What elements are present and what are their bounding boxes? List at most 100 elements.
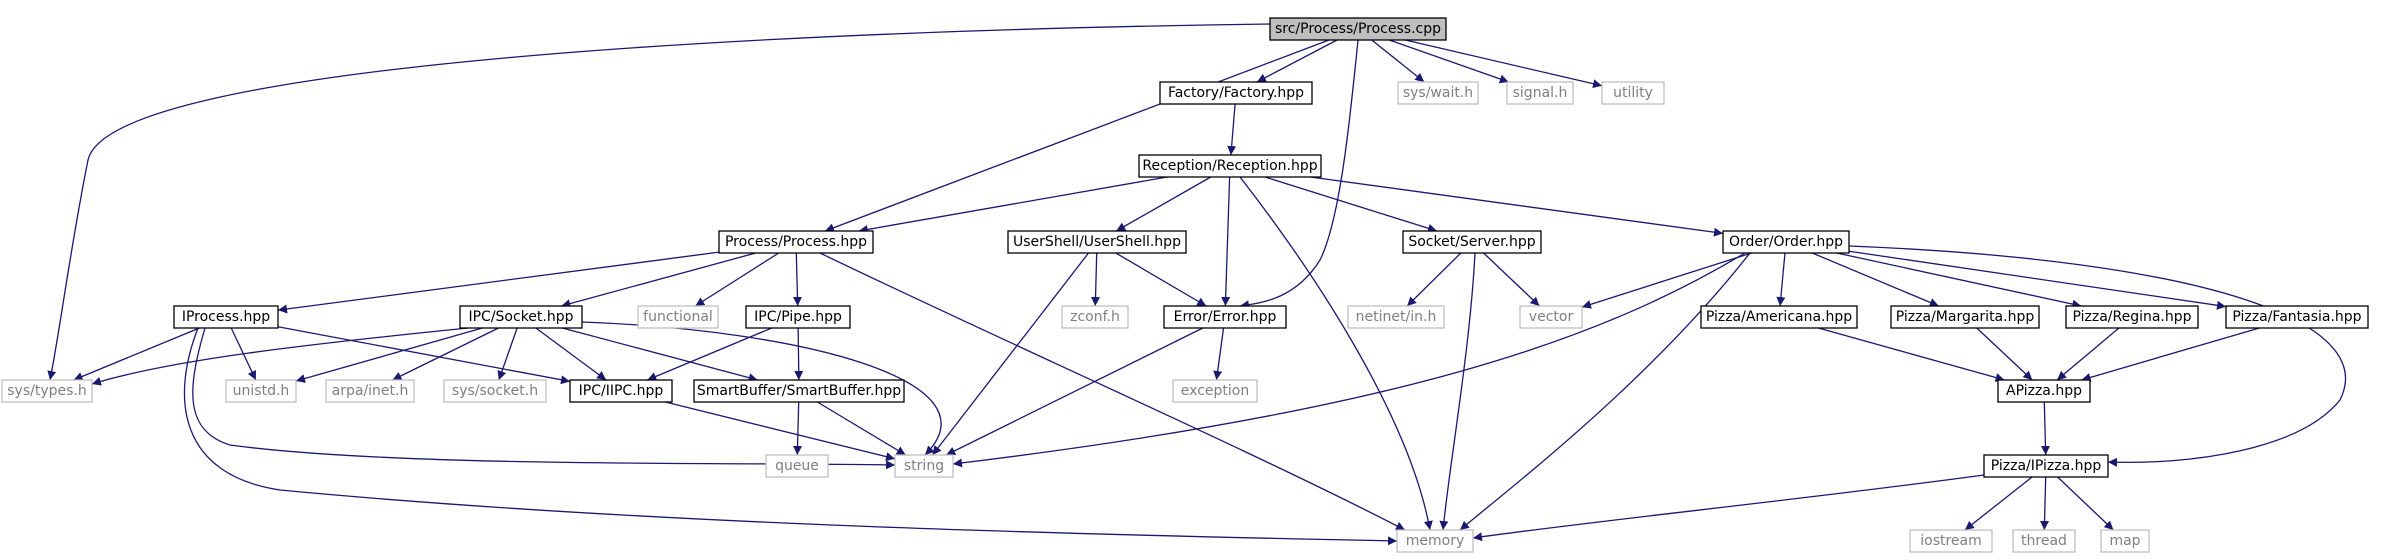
node-box <box>325 379 415 403</box>
node-server[interactable]: Socket/Server.hpp <box>1402 230 1542 254</box>
node-box <box>1138 154 1322 178</box>
edge-order-to-string <box>952 252 1746 468</box>
edge-processhpp-to-memory <box>819 252 1406 531</box>
edge-reception-to-order <box>1310 176 1724 237</box>
node-label: IPC/Socket.hpp <box>468 309 573 325</box>
node-box <box>1269 17 1447 41</box>
edge-ipcsocket-to-unistd <box>295 327 483 383</box>
edge-order-to-ipizza <box>1848 245 2346 467</box>
node-syswait: sys/wait.h <box>1397 81 1479 105</box>
node-fantasia[interactable]: Pizza/Fantasia.hpp <box>2225 305 2369 329</box>
edge-iprocess-to-memory <box>183 327 1398 546</box>
node-exception: exception <box>1172 379 1258 403</box>
edge-fantasia-to-apizza <box>2081 327 2260 382</box>
node-americana[interactable]: Pizza/Americana.hpp <box>1700 305 1858 329</box>
edge-ipcsocket-to-smartbuffer <box>562 327 758 383</box>
node-ipcpipe[interactable]: IPC/Pipe.hpp <box>745 305 851 329</box>
node-label: UserShell/UserShell.hpp <box>1013 234 1181 250</box>
node-box <box>1997 379 2091 403</box>
node-usershell[interactable]: UserShell/UserShell.hpp <box>1007 230 1187 254</box>
edge-usershell-to-error <box>1115 252 1207 307</box>
node-label: Pizza/Regina.hpp <box>2072 309 2191 325</box>
node-box <box>693 379 905 403</box>
node-order[interactable]: Order/Order.hpp <box>1722 230 1850 254</box>
edge-reception-to-usershell <box>1115 176 1212 232</box>
edge-smartbuffer-to-queue <box>793 401 803 456</box>
node-box <box>1163 305 1287 329</box>
edge-root-to-factory <box>1256 39 1338 83</box>
edge-reception-to-error <box>1221 176 1231 307</box>
node-label: zconf.h <box>1070 309 1120 325</box>
node-map: map <box>2100 529 2150 553</box>
node-box <box>745 305 851 329</box>
edge-ipizza-to-iostream <box>1964 476 2033 531</box>
node-box <box>1722 230 1850 254</box>
node-arpainet: arpa/inet.h <box>325 379 415 403</box>
node-box <box>225 379 297 403</box>
node-box <box>1396 529 1474 553</box>
edge-processhpp-to-functional <box>694 252 780 307</box>
node-box <box>894 454 954 478</box>
node-root[interactable]: src/Process/Process.cpp <box>1269 17 1447 41</box>
node-thread: thread <box>2012 529 2076 553</box>
edge-apizza-to-ipizza <box>2040 401 2050 456</box>
node-box <box>2012 529 2076 553</box>
node-systypes: sys/types.h <box>1 379 93 403</box>
node-ipcsocket[interactable]: IPC/Socket.hpp <box>459 305 583 329</box>
node-label: SmartBuffer/SmartBuffer.hpp <box>697 383 901 399</box>
edge-order-to-margarita <box>1811 252 1940 307</box>
node-box <box>1890 305 2040 329</box>
node-processhpp[interactable]: Process/Process.hpp <box>718 230 874 254</box>
node-regina[interactable]: Pizza/Regina.hpp <box>2065 305 2199 329</box>
node-label: signal.h <box>1513 85 1568 101</box>
node-memory: memory <box>1396 529 1474 553</box>
node-label: Factory/Factory.hpp <box>1168 85 1304 101</box>
node-vector: vector <box>1519 305 1583 329</box>
node-factory[interactable]: Factory/Factory.hpp <box>1159 81 1313 105</box>
node-iipc[interactable]: IPC/IIPC.hpp <box>569 379 673 403</box>
node-error[interactable]: Error/Error.hpp <box>1163 305 1287 329</box>
edge-processhpp-to-ipcsocket <box>561 252 756 308</box>
node-iprocess[interactable]: IProcess.hpp <box>173 305 279 329</box>
node-label: functional <box>643 309 713 325</box>
node-label: Pizza/Americana.hpp <box>1706 309 1852 325</box>
edge-ipcsocket-to-arpainet <box>392 327 499 381</box>
node-box <box>637 305 719 329</box>
node-label: utility <box>1613 85 1653 101</box>
edge-ipcsocket-to-systypes <box>91 327 469 386</box>
node-smartbuffer[interactable]: SmartBuffer/SmartBuffer.hpp <box>693 379 905 403</box>
edge-reception-to-memory <box>1239 176 1433 531</box>
node-ipizza[interactable]: Pizza/IPizza.hpp <box>1983 454 2109 478</box>
node-box <box>1159 81 1313 105</box>
node-utility: utility <box>1601 81 1665 105</box>
node-reception[interactable]: Reception/Reception.hpp <box>1138 154 1322 178</box>
edge-root-to-processhpp <box>824 39 1330 233</box>
node-box <box>718 230 874 254</box>
node-apizza[interactable]: APizza.hpp <box>1997 379 2091 403</box>
nodes-layer: src/Process/Process.cppFactory/Factory.h… <box>1 17 2369 553</box>
edges-layer <box>47 23 2346 546</box>
node-zconf: zconf.h <box>1061 305 1129 329</box>
node-box <box>1172 379 1258 403</box>
edge-ipcsocket-to-syssocket <box>497 327 518 381</box>
edge-iipc-to-string <box>665 401 896 462</box>
node-label: exception <box>1181 383 1249 399</box>
edge-root-to-utility <box>1405 39 1603 89</box>
node-box <box>1909 529 1993 553</box>
node-label: IPC/Pipe.hpp <box>754 309 842 325</box>
edge-regina-to-apizza <box>2056 327 2120 381</box>
edge-order-to-fantasia <box>1848 250 2227 310</box>
edge-processhpp-to-iprocess <box>277 251 720 314</box>
edge-ipcpipe-to-smartbuffer <box>794 327 804 381</box>
node-box <box>1519 305 1583 329</box>
edge-order-to-regina <box>1836 252 2082 309</box>
edge-root-to-error <box>1239 39 1359 310</box>
edge-iprocess-to-iipc <box>277 326 571 385</box>
node-margarita[interactable]: Pizza/Margarita.hpp <box>1890 305 2040 329</box>
node-label: src/Process/Process.cpp <box>1275 21 1441 37</box>
node-label: Process/Process.hpp <box>725 234 867 250</box>
edge-usershell-to-string <box>931 252 1090 456</box>
edge-server-to-memory <box>1439 252 1476 531</box>
edge-ipcpipe-to-iipc <box>647 327 772 381</box>
